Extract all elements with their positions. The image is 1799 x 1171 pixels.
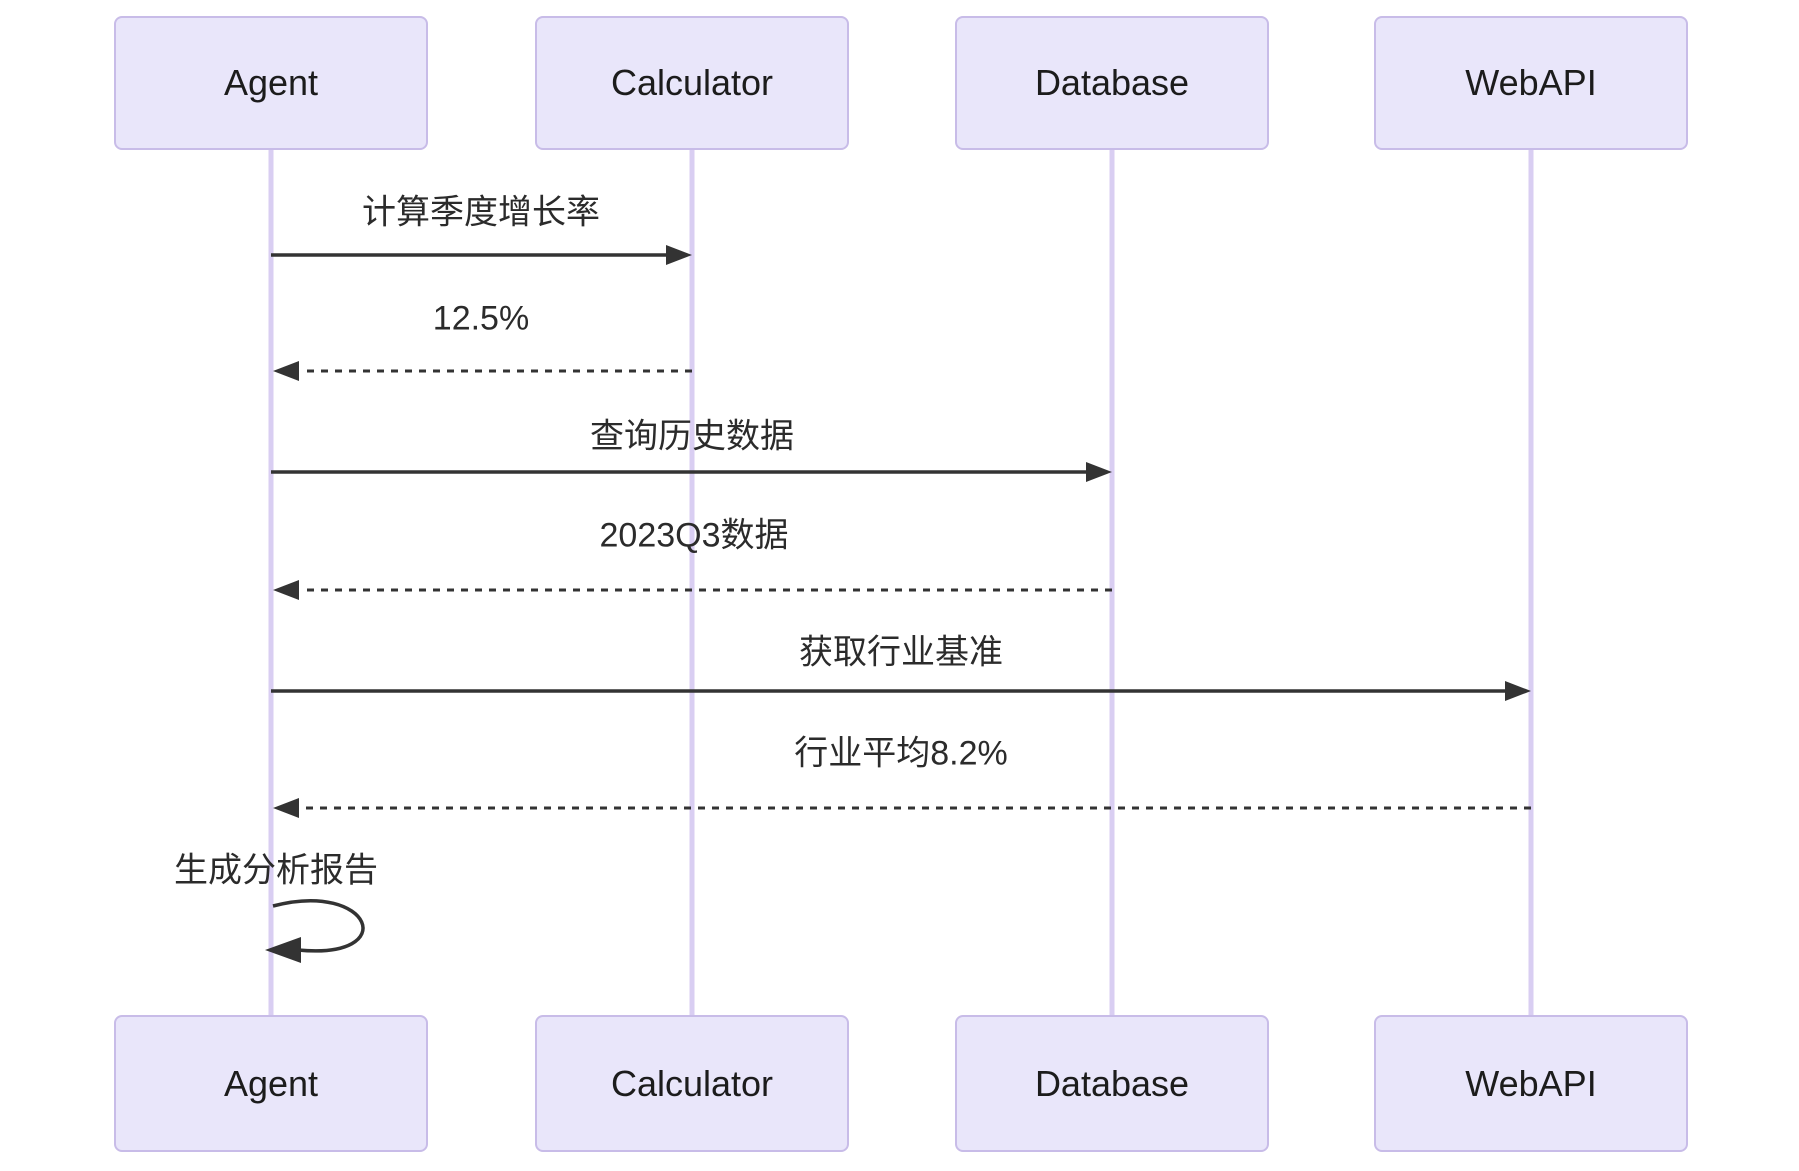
message-label-6: 生成分析报告 [174,851,378,890]
arrowhead-right-icon [1505,681,1531,701]
self-message-arrow [265,899,365,963]
participant-database-top: Database [955,16,1269,150]
arrowhead-left-icon [273,361,299,381]
message-label-2: 查询历史数据 [590,417,794,456]
message-label-3: 2023Q3数据 [599,516,789,555]
participant-agent-bottom: Agent [114,1015,428,1152]
message-arrow-0 [271,245,692,265]
participant-label: Database [1034,1062,1190,1104]
message-label-1: 12.5% [432,299,530,338]
arrowhead-left-icon [273,580,299,600]
message-label-4: 获取行业基准 [799,633,1003,672]
arrowhead-right-icon [666,245,692,265]
message-arrow-1 [273,361,692,381]
participant-database-bottom: Database [955,1015,1269,1152]
participant-label: Calculator [610,62,774,103]
message-arrow-3 [273,580,1112,600]
message-label-0: 计算季度增长率 [362,193,600,232]
participant-webapi-top: WebAPI [1374,16,1688,150]
message-arrow-4 [271,681,1531,701]
message-arrow-5 [273,798,1531,818]
participant-calculator-bottom: Calculator [535,1015,849,1152]
participant-calculator-top: Calculator [535,16,849,150]
message-label-5: 行业平均8.2% [794,734,1008,773]
participant-label: Calculator [610,1062,774,1104]
participant-agent-top: Agent [114,16,428,150]
participant-label: Database [1034,62,1190,103]
participant-webapi-bottom: WebAPI [1374,1015,1688,1152]
participant-label: WebAPI [1465,1062,1597,1104]
lifelines [268,150,1534,1016]
arrowhead-left-icon [273,798,299,818]
participant-label: Agent [223,62,319,103]
participant-label: Agent [223,1062,319,1104]
arrowhead-right-icon [1086,462,1112,482]
participant-label: WebAPI [1465,62,1597,103]
arrowhead-left-icon [265,937,301,963]
message-arrow-2 [271,462,1112,482]
